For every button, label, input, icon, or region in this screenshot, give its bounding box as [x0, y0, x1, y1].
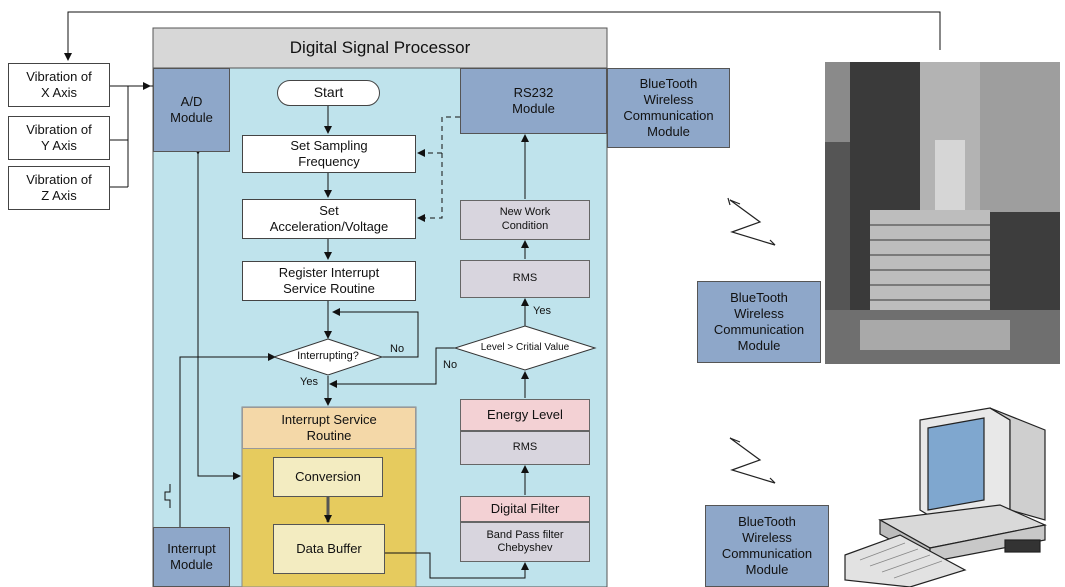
cnc-machine-image: [825, 62, 1060, 364]
start-terminal: Start: [277, 80, 380, 106]
vibration-z-box: Vibration of Z Axis: [8, 166, 110, 210]
vibration-y-box: Vibration of Y Axis: [8, 116, 110, 160]
feedback-arrow: [64, 11, 941, 61]
computer-image: [844, 407, 1047, 587]
digital-filter-box: Digital Filter: [460, 496, 590, 522]
no-label-left: No: [390, 343, 405, 355]
wireless-signal-icon-2: [729, 437, 776, 484]
bluetooth-machine-box: BlueTooth Wireless Communication Module: [697, 281, 821, 363]
bandpass-box: Band Pass filter Chebyshev: [460, 522, 590, 562]
conversion-box: Conversion: [273, 457, 383, 497]
interrupt-module-box: Interrupt Module: [153, 527, 230, 587]
interrupting-diamond: [272, 338, 384, 376]
no-label-right: No: [443, 359, 458, 371]
set-acceleration-box: Set Acceleration/Voltage: [242, 199, 416, 239]
dsp-title: Digital Signal Processor: [289, 38, 471, 58]
new-work-condition-box: New Work Condition: [460, 200, 590, 240]
bluetooth-dsp-box: BlueTooth Wireless Communication Module: [607, 68, 730, 148]
energy-level-box: Energy Level: [460, 399, 590, 431]
level-diamond: [453, 325, 597, 371]
rms-upper-box: RMS: [460, 260, 590, 298]
isr-title-box: Interrupt Service Routine: [242, 407, 416, 449]
rms-lower-box: RMS: [460, 431, 590, 465]
rs232-module-box: RS232 Module: [460, 68, 607, 134]
yes-label-right: Yes: [533, 305, 551, 317]
dsp-title-bar: [152, 27, 608, 69]
ad-module-box: A/D Module: [153, 68, 230, 152]
bluetooth-pc-box: BlueTooth Wireless Communication Module: [705, 505, 829, 587]
register-isr-box: Register Interrupt Service Routine: [242, 261, 416, 301]
vibration-x-box: Vibration of X Axis: [8, 63, 110, 107]
interrupt-signal-arrow: [179, 353, 276, 527]
level-check-label: Level > Critial Value: [480, 341, 570, 353]
yes-label-left: Yes: [300, 376, 318, 388]
ad-to-conversion-arrow: [197, 152, 241, 480]
interrupting-label: Interrupting?: [297, 350, 359, 363]
wireless-signal-icon: [727, 197, 776, 246]
set-sampling-box: Set Sampling Frequency: [242, 135, 416, 173]
data-buffer-box: Data Buffer: [273, 524, 385, 574]
